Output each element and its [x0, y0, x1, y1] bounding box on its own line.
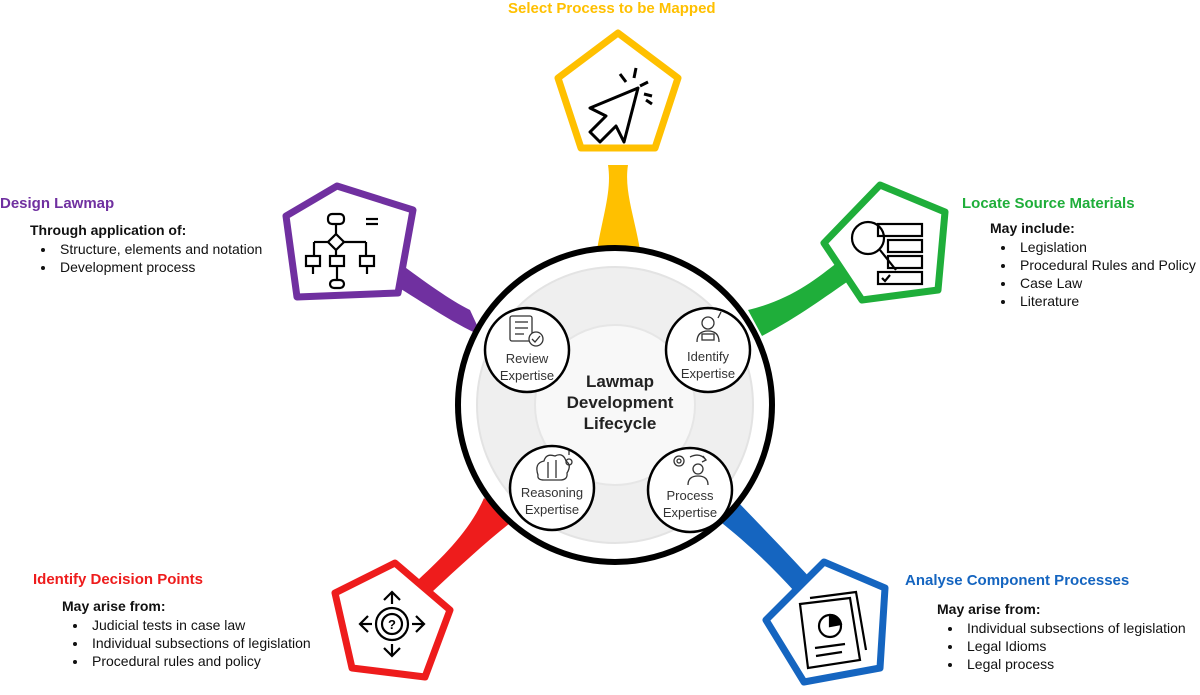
satellite-label-line: Expertise [499, 368, 555, 383]
center-title-line: Lawmap [585, 372, 655, 391]
list-item: Procedural Rules and Policy [1016, 256, 1196, 274]
stage-subtitle-decision: May arise from: [62, 598, 166, 614]
pentagon-select [554, 29, 682, 152]
list-item: Legislation [1016, 238, 1196, 256]
cursor-click-icon [588, 67, 653, 144]
list-item: Structure, elements and notation [56, 240, 262, 258]
inner-disc [534, 324, 696, 486]
satellite-label-line: Process [666, 488, 714, 503]
satellite-circle-identify [664, 306, 752, 394]
center-title-line: Development [566, 393, 674, 412]
stage-title-select: Select Process to be Mapped [508, 0, 716, 17]
connector-locate [748, 262, 850, 336]
search-checklist-icon [850, 220, 924, 286]
satellite-circle-review [483, 306, 571, 394]
list-item: Legal Idioms [963, 637, 1186, 655]
satellite-label-identify: Identify Expertise [658, 348, 758, 382]
satellite-label-line: Expertise [680, 366, 736, 381]
connector-analyse [718, 500, 812, 592]
svg-text:?: ? [388, 617, 396, 632]
center-title: Lawmap Development Lifecycle [530, 371, 710, 434]
satellite-circle-process [646, 446, 734, 534]
stage-subtitle-design: Through application of: [30, 222, 187, 238]
stage-title-locate: Locate Source Materials [962, 195, 1135, 212]
satellite-label-reasoning: Reasoning Expertise [502, 484, 602, 518]
list-item: Development process [56, 258, 262, 276]
satellite-label-line: Reasoning [520, 485, 584, 500]
list-item: Individual subsections of legislation [963, 619, 1186, 637]
satellite-label-line: Review [505, 351, 549, 366]
list-item: Case Law [1016, 274, 1196, 292]
review-checklist-icon [509, 315, 544, 347]
connector-design [386, 262, 482, 336]
stage-list-analyse: Individual subsections of legislation Le… [937, 619, 1186, 673]
list-item: Literature [1016, 292, 1196, 310]
pentagon-decision [331, 559, 454, 681]
satellite-label-review: Review Expertise [477, 350, 577, 384]
flowchart-icon [304, 212, 378, 290]
documents-chart-icon [798, 590, 868, 670]
satellite-circle-reasoning [508, 444, 596, 532]
list-item: Procedural rules and policy [88, 652, 311, 670]
satellite-label-line: Expertise [662, 505, 718, 520]
stage-title-design: Design Lawmap [0, 195, 115, 212]
connector-decision [418, 498, 514, 592]
satellite-label-process: Process Expertise [640, 487, 740, 521]
connector-select [597, 165, 640, 250]
stage-list-decision: Judicial tests in case law Individual su… [62, 616, 311, 670]
stage-list-locate: Legislation Procedural Rules and Policy … [990, 238, 1196, 310]
process-gear-person-icon [673, 454, 709, 486]
list-item: Individual subsections of legislation [88, 634, 311, 652]
expert-person-icon [696, 311, 722, 343]
center-title-line: Lifecycle [583, 414, 657, 433]
satellite-label-line: Identify [687, 349, 729, 364]
brain-idea-icon [536, 451, 573, 481]
stage-list-design: Structure, elements and notation Develop… [30, 240, 262, 276]
stage-title-analyse: Analyse Component Processes [905, 572, 1130, 589]
stage-subtitle-locate: May include: [990, 220, 1075, 236]
list-item: Legal process [963, 655, 1186, 673]
gear-question-icon: ? [358, 590, 426, 658]
stage-title-decision: Identify Decision Points [33, 571, 204, 588]
list-item: Judicial tests in case law [88, 616, 311, 634]
satellite-label-line: Expertise [524, 502, 580, 517]
stage-subtitle-analyse: May arise from: [937, 601, 1041, 617]
